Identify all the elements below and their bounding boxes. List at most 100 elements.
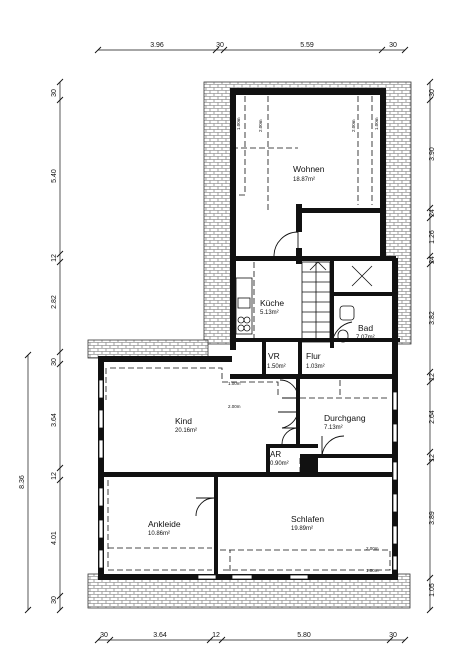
room-name: Küche: [260, 298, 284, 308]
room-area: 1.03m²: [306, 364, 325, 370]
windows: [98, 379, 398, 580]
svg-text:1.00m: 1.00m: [236, 117, 241, 130]
room-area: 10.86m²: [148, 531, 170, 537]
dimension-tick: [94, 46, 102, 54]
svg-text:5.40: 5.40: [51, 169, 58, 183]
svg-text:1.00m: 1.00m: [366, 568, 379, 573]
svg-text:2.00m: 2.00m: [351, 119, 356, 132]
fixtures: [235, 265, 373, 343]
dimension-tick: [426, 96, 434, 104]
svg-text:12: 12: [51, 472, 58, 480]
dimension-tick: [426, 448, 434, 456]
room-ar: AR 0.90m²: [270, 450, 289, 467]
dimension-tick: [56, 348, 64, 356]
dimension-tick: [426, 378, 434, 386]
dimension-tick: [56, 592, 64, 600]
dimension-tick: [56, 606, 64, 614]
dimension-tick: [426, 252, 434, 260]
svg-text:2.00m: 2.00m: [228, 404, 241, 409]
svg-text:30: 30: [389, 42, 397, 49]
dimension-tick: [401, 46, 409, 54]
room-name: Wohnen: [293, 164, 325, 174]
dimension-tick: [426, 458, 434, 466]
dimension-tick: [401, 636, 409, 644]
svg-text:12: 12: [51, 254, 58, 262]
dimension-tick: [426, 574, 434, 582]
room-name: Bad: [358, 323, 373, 333]
svg-text:1.00m: 1.00m: [228, 381, 241, 386]
dimension-tick: [212, 46, 220, 54]
dimension-tick: [426, 204, 434, 212]
dimension-lines: [27, 49, 431, 641]
room-schlafen: Schlafen 19.89m²: [291, 514, 324, 532]
kitchen-floor: [234, 258, 298, 346]
svg-text:30: 30: [51, 89, 58, 97]
svg-text:5.59: 5.59: [300, 42, 314, 49]
room-durchgang: Durchgang 7.13m²: [324, 413, 366, 431]
room-bad: Bad 7.07m²: [356, 323, 375, 341]
dimension-tick: [426, 260, 434, 268]
svg-text:30: 30: [389, 632, 397, 639]
dimension-tick: [426, 606, 434, 614]
svg-text:3.64: 3.64: [153, 632, 167, 639]
svg-text:3.89: 3.89: [429, 511, 436, 525]
dimension-tick: [24, 351, 32, 359]
dimension-tick: [94, 636, 102, 644]
dimension-tick: [56, 78, 64, 86]
room-name: Durchgang: [324, 413, 366, 423]
room-name: Kind: [175, 416, 192, 426]
svg-text:30: 30: [100, 632, 108, 639]
room-ankleide: Ankleide 10.86m²: [148, 519, 181, 537]
dims-top: 3.96 30 5.59 30: [150, 42, 397, 49]
height-annotations: 1.00m 2.00m 2.00m 1.00m 1.00m 2.00m 2.00…: [228, 117, 379, 573]
room-name: Schlafen: [291, 514, 324, 524]
room-area: 20.16m²: [175, 428, 197, 434]
svg-text:1.05: 1.05: [429, 583, 436, 597]
svg-text:1.26: 1.26: [429, 230, 436, 244]
dimension-tick: [56, 464, 64, 472]
svg-text:24: 24: [429, 209, 436, 217]
room-name: AR: [270, 450, 281, 459]
svg-text:2.00m: 2.00m: [258, 119, 263, 132]
dimension-tick: [56, 96, 64, 104]
svg-text:2.82: 2.82: [51, 295, 58, 309]
svg-text:30: 30: [51, 358, 58, 366]
svg-text:12: 12: [212, 632, 220, 639]
dimension-tick: [426, 214, 434, 222]
wohnen-floor: [234, 90, 382, 258]
staircase: [301, 261, 331, 343]
dimension-tick: [218, 636, 226, 644]
svg-text:12: 12: [429, 454, 436, 462]
dims-left: 30 5.40 12 2.82 30 3.64 12 4.01 30 8.36: [19, 89, 58, 604]
svg-text:5.80: 5.80: [297, 632, 311, 639]
room-area: 18.87m²: [293, 177, 315, 183]
room-vr: VR 1.50m²: [267, 351, 286, 370]
dimension-tick: [426, 368, 434, 376]
lower-floor: [100, 358, 398, 580]
svg-text:12: 12: [429, 373, 436, 381]
room-name: Ankleide: [148, 519, 181, 529]
svg-text:30: 30: [51, 596, 58, 604]
room-name: VR: [268, 351, 280, 361]
dimension-tick: [378, 46, 386, 54]
room-flur: Flur 1.03m²: [306, 351, 325, 370]
dims-right: 30 3.90 24 1.26 24 3.82 12 2.64 12 3.89 …: [429, 89, 436, 597]
svg-text:30: 30: [216, 42, 224, 49]
dimension-tick: [386, 636, 394, 644]
svg-text:3.90: 3.90: [429, 147, 436, 161]
dimension-tick: [24, 606, 32, 614]
room-kueche: Küche 5.13m²: [260, 298, 284, 316]
room-area: 0.90m²: [270, 461, 289, 467]
svg-text:30: 30: [429, 89, 436, 97]
roof-tiles-left-eave: [87, 339, 209, 359]
room-wohnen: Wohnen 18.87m²: [293, 164, 325, 183]
room-area: 1.50m²: [267, 364, 286, 370]
dims-bottom: 30 3.64 12 5.80 30: [100, 632, 397, 639]
svg-text:3.64: 3.64: [51, 413, 58, 427]
dimension-ticks: [24, 46, 434, 644]
svg-text:2.00m: 2.00m: [366, 546, 379, 551]
room-area: 7.07m²: [356, 335, 375, 341]
dimension-tick: [220, 46, 228, 54]
room-kind: Kind 20.16m²: [175, 416, 197, 434]
